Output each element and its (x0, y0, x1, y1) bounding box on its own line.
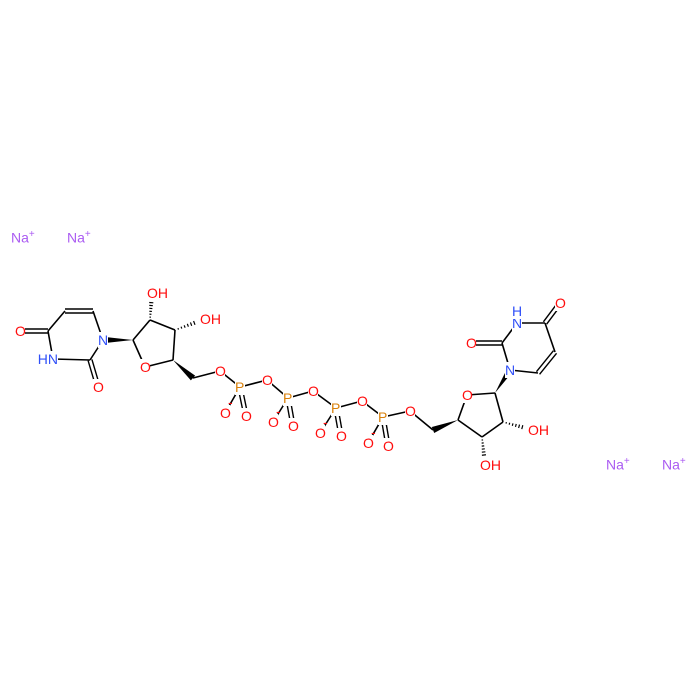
atom-label-p: P (235, 379, 244, 395)
ion-symbol: Na (67, 229, 85, 246)
atom-label-o: O (357, 393, 368, 409)
sodium-ion: Na+ (662, 456, 686, 473)
atom-label-o: O (262, 372, 273, 388)
bond-single (52, 358, 91, 361)
atom-label-n: N (512, 315, 522, 331)
sodium-ion: Na+ (67, 229, 91, 246)
bond-single (544, 322, 556, 353)
bond-single (172, 329, 176, 361)
atom-bg (220, 405, 230, 421)
atom-label-p: P (378, 409, 387, 425)
atom-bg (512, 315, 522, 331)
bond-wedge (173, 360, 196, 381)
atom-label-o: O (336, 428, 347, 444)
atom-label-o: O (220, 405, 231, 421)
atom-bg (357, 393, 367, 409)
bond-hash (149, 301, 154, 318)
atom-label-n: HN (38, 351, 58, 367)
atom-bg (268, 414, 278, 430)
atom-bg (462, 387, 472, 403)
atom-bg (378, 409, 388, 425)
ion-symbol: Na (662, 456, 680, 473)
atom-label-o: O (315, 425, 326, 441)
atom-bg (383, 438, 393, 454)
atom-bg (235, 379, 245, 395)
ion-charge: + (28, 229, 35, 240)
atom-label-p: P (331, 400, 340, 416)
bond-double (535, 350, 554, 373)
bond-single (457, 419, 483, 438)
atom-bg (405, 403, 415, 419)
atom-bg (308, 383, 318, 399)
atom-label-o: O (93, 379, 104, 395)
charge-label: - (228, 394, 233, 410)
atom-label-o: O (466, 335, 477, 351)
bond-double (539, 352, 558, 375)
atom-bg (336, 428, 346, 444)
bond-hash (505, 421, 524, 430)
atom-label-o: OH (480, 457, 501, 473)
atom-bg (147, 285, 168, 301)
atom-label-o: O (363, 435, 374, 451)
ion-charge: + (623, 456, 630, 467)
atom-bg (480, 457, 501, 473)
atom-bg (200, 311, 221, 327)
atom-bg (331, 400, 341, 416)
sodium-ion: Na+ (11, 229, 35, 246)
atom-label-p: P (283, 390, 292, 406)
sodium-ion: Na+ (606, 456, 630, 473)
charge-label: - (323, 414, 328, 430)
atom-label-n: N (505, 362, 515, 378)
atom-bg (555, 295, 565, 311)
atom-bg (15, 323, 25, 339)
bond-hash (177, 320, 196, 330)
atom-label-o: O (288, 418, 299, 434)
ion-symbol: Na (606, 456, 624, 473)
bond-single (149, 319, 176, 331)
atom-label-o: O (462, 387, 473, 403)
atom-bg (512, 303, 522, 319)
atom-bg (140, 359, 150, 375)
charge-label: - (276, 403, 281, 419)
atom-bg (93, 379, 103, 395)
atom-label-o: O (241, 408, 252, 424)
atom-bg (262, 372, 272, 388)
atom-label-o: O (268, 414, 279, 430)
ion-charge: + (679, 456, 686, 467)
atom-label-o: O (383, 438, 394, 454)
atom-label-o: OH (147, 285, 168, 301)
bond-single (47, 310, 66, 332)
atom-bg (315, 425, 325, 441)
atom-label-o: O (140, 359, 151, 375)
atom-bg (215, 363, 225, 379)
atom-bg (37, 351, 58, 367)
bond-single (494, 392, 504, 423)
atom-label-o: OH (528, 422, 549, 438)
atom-bg (288, 418, 298, 434)
atom-bg (505, 362, 515, 378)
atom-bg (98, 332, 108, 348)
atom-bg (283, 390, 293, 406)
bond-wedge (103, 336, 133, 344)
atom-label-o: O (405, 403, 416, 419)
atom-bg (363, 435, 373, 451)
atom-bg (528, 422, 549, 438)
atom-label-n: H (512, 303, 522, 319)
atom-bg (466, 335, 476, 351)
bond-hash (481, 439, 487, 456)
bond-wedge (431, 420, 458, 433)
ion-charge: + (84, 229, 91, 240)
atom-label-o: O (15, 323, 26, 339)
bond-single (481, 421, 504, 438)
atom-label-o: O (555, 295, 566, 311)
atom-bg (241, 408, 251, 424)
charge-label: - (371, 424, 376, 440)
bond-single (132, 319, 151, 341)
atom-label-n: N (98, 332, 108, 348)
atom-label-o: OH (200, 311, 221, 327)
atom-label-o: O (215, 363, 226, 379)
ion-symbol: Na (11, 229, 29, 246)
atom-label-o: O (308, 383, 319, 399)
